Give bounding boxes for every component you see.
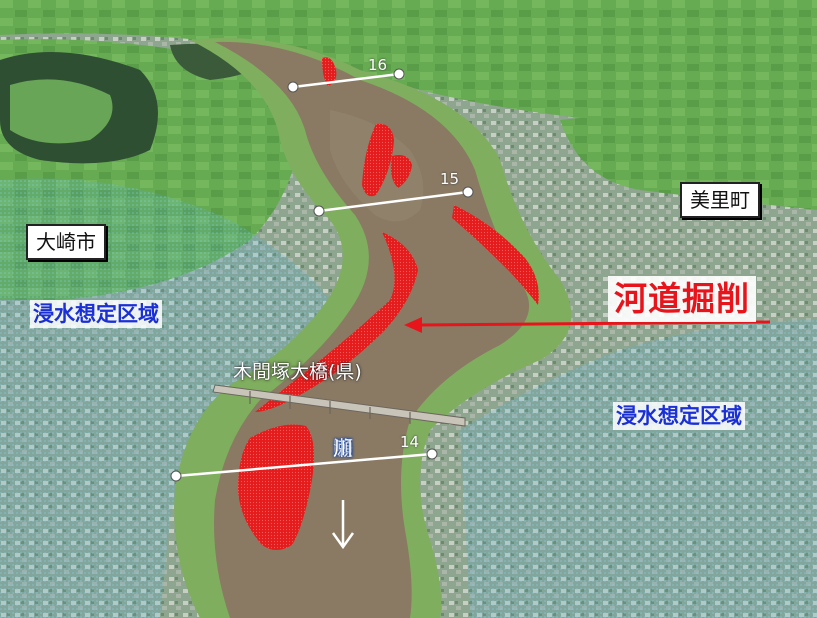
excavation-area-6	[238, 424, 314, 550]
excavation-area-2	[362, 123, 394, 197]
misato-town-label: 美里町	[680, 182, 760, 218]
excavation-area-1	[322, 57, 337, 86]
km-marker-15: 15	[440, 170, 460, 188]
km-line-16	[287, 68, 405, 93]
bridge-label: 木間塚大橋(県)	[233, 361, 362, 383]
river-name-char-2: 瀬	[333, 436, 353, 460]
arrow-down-icon	[331, 500, 355, 550]
river-name-char-3: 川	[333, 436, 353, 460]
km-marker-14: 14	[400, 433, 420, 451]
km-line-15	[313, 186, 474, 217]
km-marker-16: 16	[368, 56, 388, 74]
excavation-area-5	[255, 232, 418, 412]
flood-zone-label-left: 浸水想定区域	[30, 300, 162, 328]
excavation-area-3	[390, 155, 412, 188]
bridge-deck	[212, 384, 466, 427]
km-line-14	[170, 448, 438, 482]
arrow-left-icon	[404, 317, 771, 333]
channel-excavation-label: 河道掘削	[608, 276, 756, 322]
excavation-area-4	[452, 205, 539, 305]
river-name-char-1: 鳴	[333, 436, 353, 460]
osaki-city-label: 大崎市	[26, 224, 106, 260]
flood-zone-label-right: 浸水想定区域	[613, 402, 745, 430]
